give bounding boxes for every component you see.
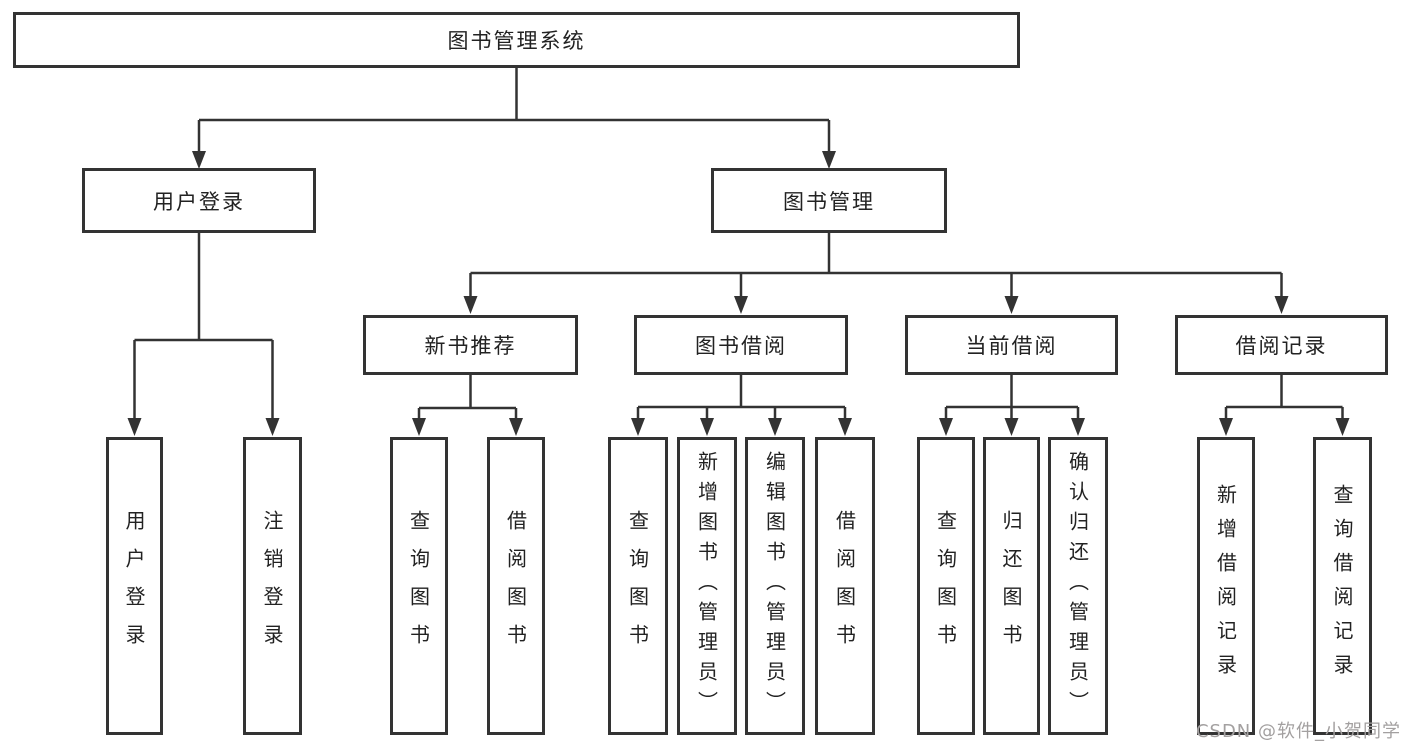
leaf-add-books-admin: 新增图书（管理员） [677, 437, 737, 735]
leaf-borrow-books-recommend: 借阅图书 [487, 437, 545, 735]
node-user-login: 用户登录 [82, 168, 316, 233]
leaf-edit-books-admin: 编辑图书（管理员） [745, 437, 805, 735]
leaf-query-books-current: 查询图书 [917, 437, 975, 735]
leaf-query-books-recommend: 查询图书 [390, 437, 448, 735]
leaf-query-books-borrowing: 查询图书 [608, 437, 668, 735]
leaf-borrow-books-borrowing: 借阅图书 [815, 437, 875, 735]
leaf-confirm-return-admin: 确认归还（管理员） [1048, 437, 1108, 735]
node-borrowing-records: 借阅记录 [1175, 315, 1388, 375]
node-current-borrowing: 当前借阅 [905, 315, 1118, 375]
csdn-watermark: CSDN @软件_小贺同学 [1195, 721, 1401, 742]
leaf-user-login: 用户登录 [106, 437, 163, 735]
node-book-management: 图书管理 [711, 168, 947, 233]
leaf-query-borrow-record: 查询借阅记录 [1313, 437, 1372, 735]
node-library-management-system: 图书管理系统 [13, 12, 1020, 68]
node-new-book-recommendation: 新书推荐 [363, 315, 578, 375]
node-book-borrowing: 图书借阅 [634, 315, 848, 375]
leaf-return-books: 归还图书 [983, 437, 1040, 735]
leaf-add-borrow-record: 新增借阅记录 [1197, 437, 1255, 735]
leaf-logout: 注销登录 [243, 437, 302, 735]
